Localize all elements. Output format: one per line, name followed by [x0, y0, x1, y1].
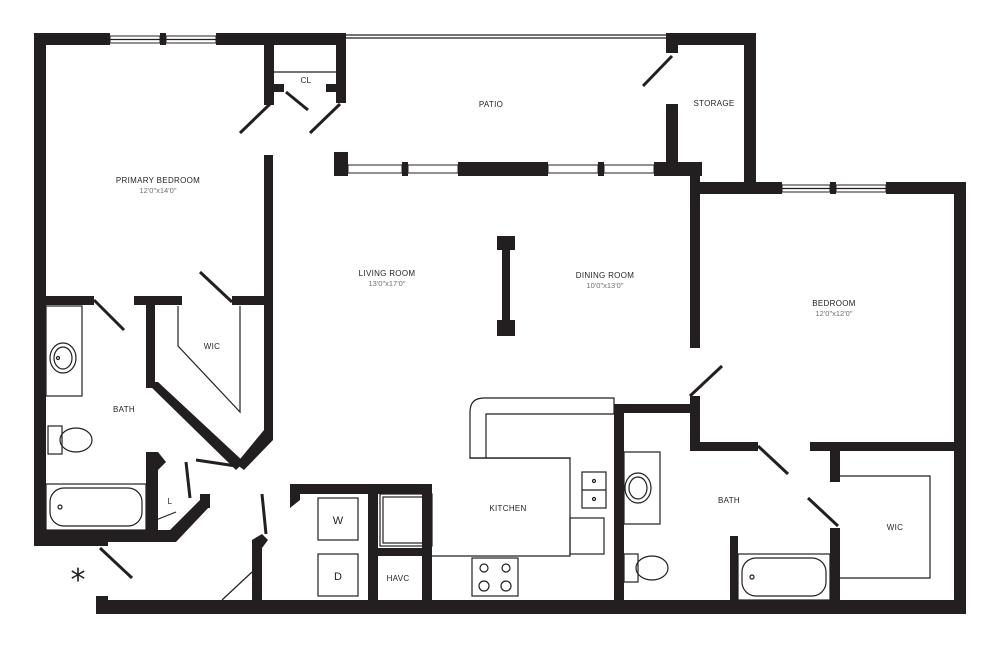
fixtures: [45, 305, 931, 601]
bedroom-label: BEDROOM: [812, 299, 855, 308]
storage-label: STORAGE: [693, 99, 734, 108]
primary-bedroom-label: PRIMARY BEDROOM: [116, 176, 200, 185]
kitchen-label: KITCHEN: [489, 504, 526, 513]
dining-room-label: DINING ROOM: [576, 271, 634, 280]
linen-label: L: [168, 497, 173, 506]
doors: [92, 54, 840, 601]
windows: [109, 34, 887, 193]
havc-label: HAVC: [387, 574, 410, 583]
walls: [34, 33, 966, 614]
washer-label: W: [333, 515, 344, 527]
bedroom-dims: 12'0"x12'0": [816, 309, 853, 318]
dryer: [317, 553, 359, 597]
second-bath-label: BATH: [718, 496, 740, 505]
primary-wic-label: WIC: [204, 342, 220, 351]
second-wic-label: WIC: [887, 523, 903, 532]
entry-marker: *: [71, 563, 86, 598]
room-labels: PRIMARY BEDROOM 12'0"x14'0" CL PATIO STO…: [71, 76, 903, 598]
dining-room-dims: 10'0"x13'0": [587, 281, 624, 290]
closet-label: CL: [301, 76, 312, 85]
dryer-label: D: [334, 571, 342, 583]
living-room-dims: 13'0"x17'0": [369, 279, 406, 288]
living-room-label: LIVING ROOM: [359, 269, 416, 278]
primary-bedroom-dims: 12'0"x14'0": [140, 186, 177, 195]
primary-bath-label: BATH: [113, 405, 135, 414]
washer: [317, 497, 359, 541]
patio-label: PATIO: [479, 100, 503, 109]
